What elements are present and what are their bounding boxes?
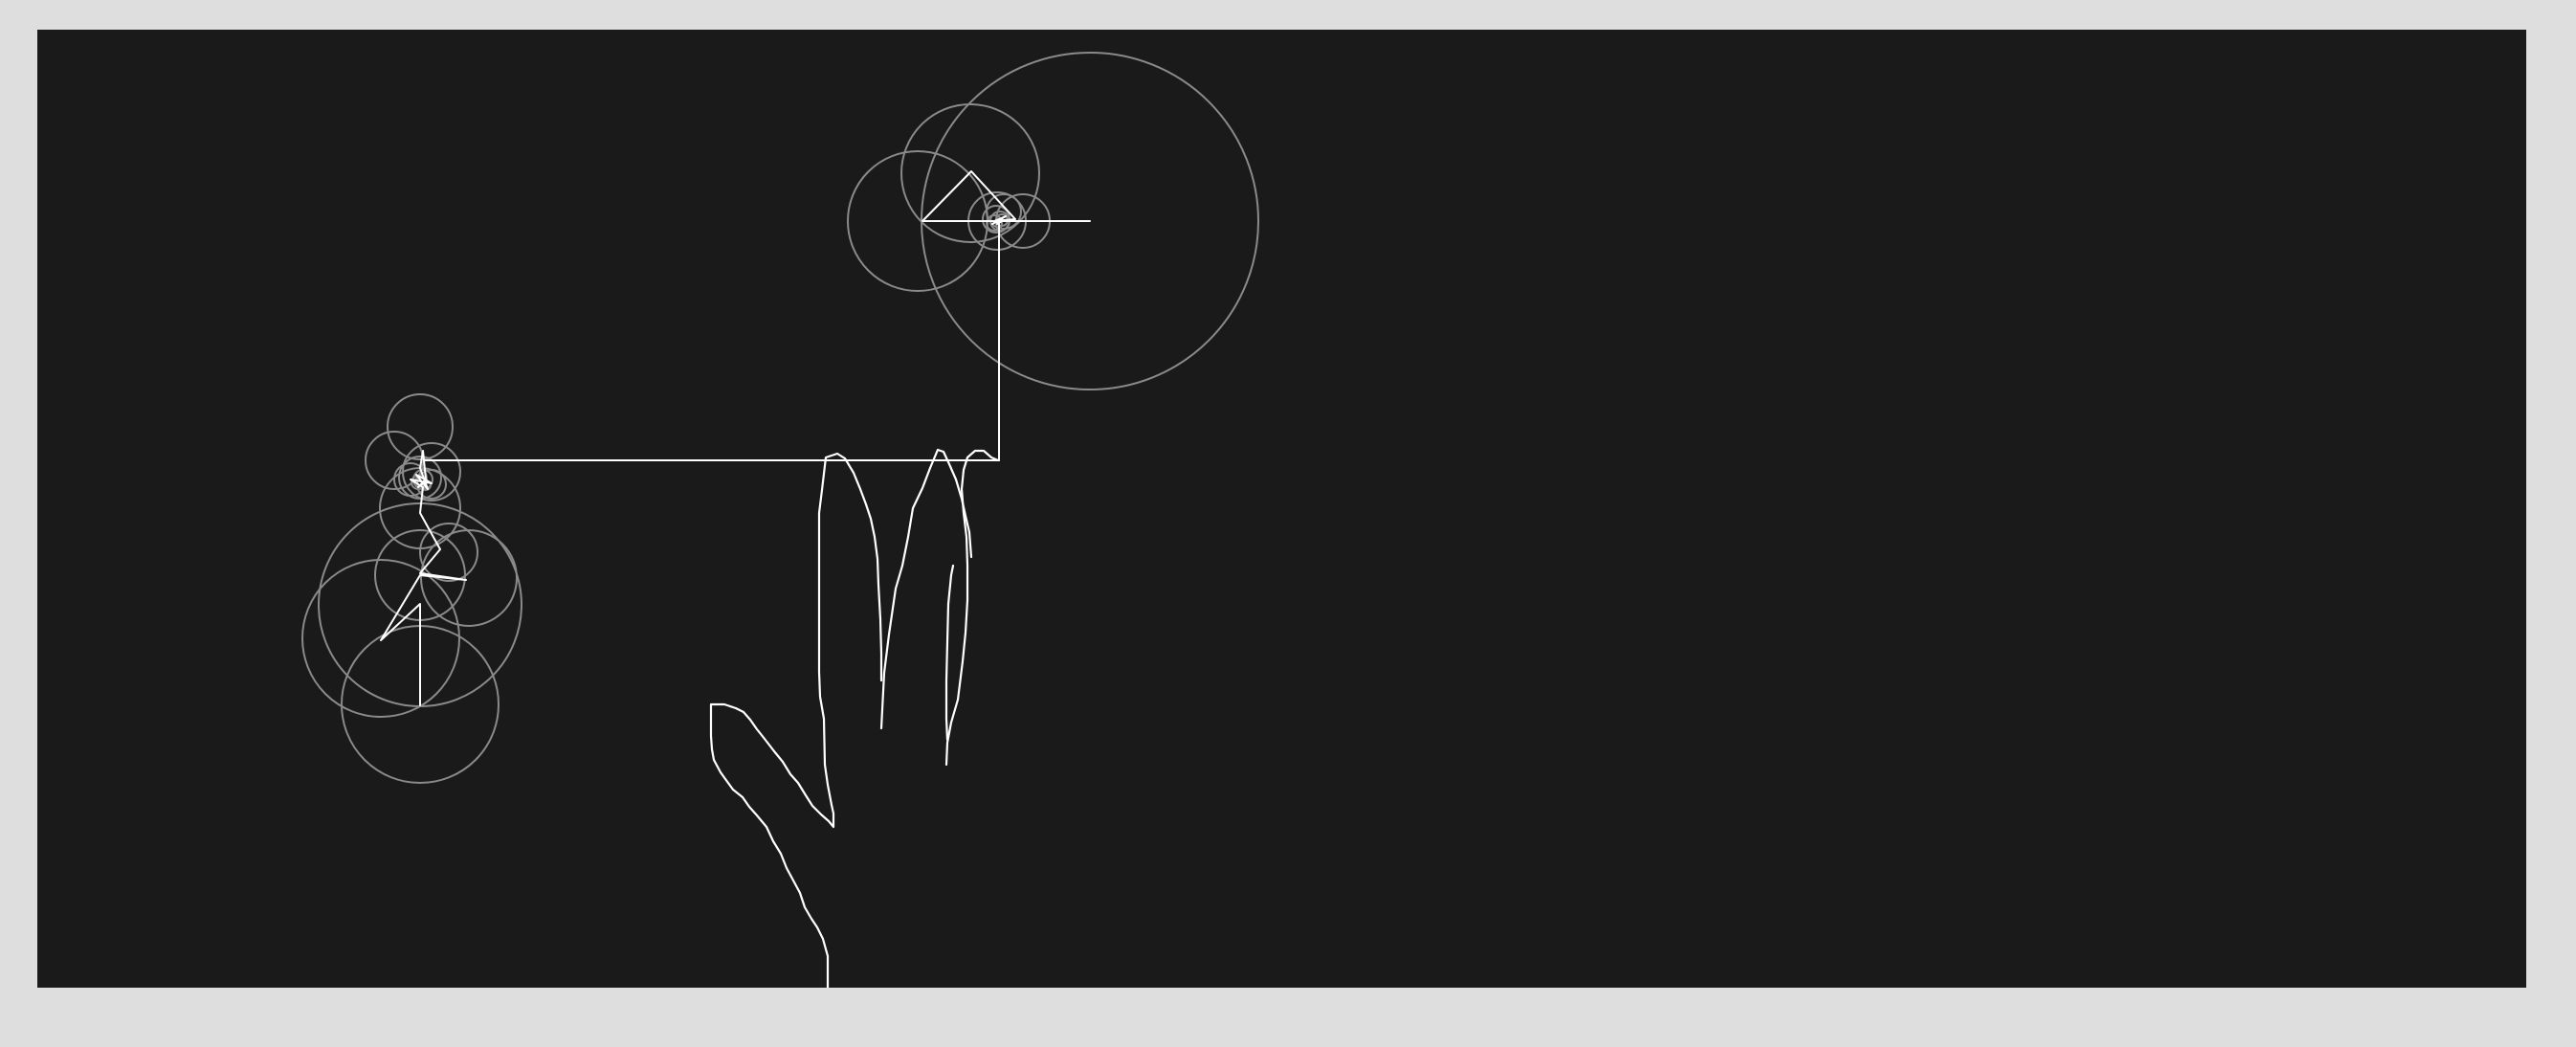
connector-lines [424, 221, 1000, 461]
hand-trace-thumb [709, 702, 835, 988]
epicycle-circle [986, 214, 1003, 232]
hand-trace-ring-finger-edge [944, 564, 955, 742]
epicycle-circle [419, 523, 478, 582]
epicycle-circle [900, 103, 1040, 243]
x-epicycle-group [847, 52, 1259, 390]
drawing-svg [301, 52, 1259, 988]
epicycle-circle [398, 456, 442, 500]
hand-trace-ring-finger [944, 449, 1000, 767]
drawing-canvas[interactable] [37, 30, 2526, 988]
epicycle-circle [387, 393, 454, 460]
epicycle-arm [922, 170, 1091, 225]
epicycle-arm [380, 450, 467, 706]
epicycle-circle [986, 193, 1022, 230]
hand-trace-index-finger [817, 452, 883, 807]
epicycle-circle [301, 559, 460, 718]
epicycle-circle [402, 442, 461, 501]
y-epicycle-group [301, 393, 522, 784]
hand-trace-group [709, 448, 1000, 988]
epicycle-circle [420, 529, 518, 627]
hand-trace-middle-finger [879, 448, 973, 730]
